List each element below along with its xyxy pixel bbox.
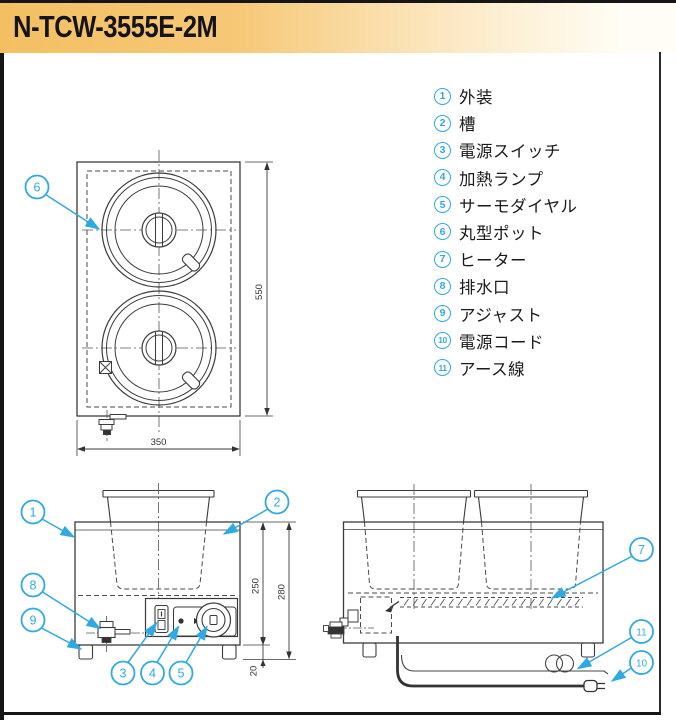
svg-text:3: 3 xyxy=(120,667,127,681)
legend-num-3: 3 xyxy=(434,141,451,159)
dimension-20: 20 xyxy=(249,636,266,676)
page-left-border xyxy=(0,0,4,720)
callout-tank: 2 xyxy=(222,489,290,535)
side-body xyxy=(342,521,604,644)
power-plug xyxy=(583,679,598,693)
page-top-border xyxy=(0,0,676,3)
drain-channel-dashed xyxy=(360,596,392,634)
drain-fitting-plan xyxy=(99,361,112,374)
svg-text:350: 350 xyxy=(151,437,167,448)
page-bottom-border xyxy=(0,712,661,715)
side-foot-right xyxy=(580,642,596,658)
svg-text:1: 1 xyxy=(30,506,37,520)
adjust-foot-left xyxy=(78,644,94,660)
page-right-border xyxy=(659,52,661,713)
plan-view-drawing: 550 350 6 xyxy=(24,150,273,456)
legend-num-8: 8 xyxy=(434,277,451,295)
model-number-title: N-TCW-3555E-2M xyxy=(13,9,218,44)
legend-num-7: 7 xyxy=(434,250,451,268)
adjust-foot-right xyxy=(221,644,237,660)
svg-text:20: 20 xyxy=(249,666,260,677)
side-view-drawing: 7 11 10 xyxy=(323,484,654,693)
control-panel xyxy=(144,597,239,638)
callout-exterior: 1 xyxy=(20,499,76,538)
front-drain-valve xyxy=(86,616,150,652)
svg-text:7: 7 xyxy=(638,543,645,557)
power-switch xyxy=(154,604,169,634)
callout-dial: 5 xyxy=(168,625,208,686)
dimension-250: 250 xyxy=(243,521,296,646)
side-drain-valve xyxy=(323,609,374,639)
plan-pot-upper xyxy=(82,172,236,288)
legend-num-1: 1 xyxy=(434,87,451,105)
svg-text:280: 280 xyxy=(277,584,288,600)
side-pot-right xyxy=(473,484,589,612)
title-banner: N-TCW-3555E-2M xyxy=(0,3,676,53)
front-pot xyxy=(102,483,215,600)
legend-num-10: 10 xyxy=(434,332,451,350)
front-view-drawing: 250 280 20 1 2 8 xyxy=(20,483,296,686)
side-foot-left xyxy=(362,642,377,658)
svg-text:250: 250 xyxy=(251,578,262,594)
dimension-280: 280 xyxy=(243,522,296,660)
svg-text:11: 11 xyxy=(636,628,647,639)
plan-pot-lower xyxy=(82,290,236,406)
drain-valve-plan xyxy=(98,410,127,441)
callout-switch: 3 xyxy=(110,621,158,686)
legend-num-5: 5 xyxy=(434,196,451,214)
legend-num-6: 6 xyxy=(434,223,451,241)
pot-handle-tab xyxy=(181,371,201,390)
pot-handle-tab xyxy=(181,253,201,272)
plan-outer-casing xyxy=(76,161,241,417)
legend-num-4: 4 xyxy=(434,169,451,187)
heat-lamp xyxy=(178,618,184,624)
callout-drain: 8 xyxy=(20,572,102,630)
svg-text:5: 5 xyxy=(178,667,185,681)
svg-text:8: 8 xyxy=(30,579,37,593)
callout-power-cord: 10 xyxy=(610,650,654,682)
svg-text:6: 6 xyxy=(34,181,41,195)
side-pot-left xyxy=(356,484,472,612)
thermo-dial xyxy=(195,602,232,638)
front-body xyxy=(74,521,241,646)
legend-num-2: 2 xyxy=(434,114,451,132)
callout-heater: 7 xyxy=(550,537,654,599)
callout-adjust: 9 xyxy=(20,607,83,650)
svg-text:4: 4 xyxy=(149,667,156,681)
power-cord xyxy=(396,636,605,693)
heater xyxy=(385,597,583,613)
earth-wire xyxy=(400,654,609,675)
legend-num-9: 9 xyxy=(434,305,451,322)
dimension-350: 350 xyxy=(76,420,241,456)
callout-round-pot: 6 xyxy=(24,174,101,230)
svg-text:9: 9 xyxy=(30,614,37,628)
svg-text:2: 2 xyxy=(274,496,281,510)
svg-text:550: 550 xyxy=(254,284,265,300)
dimension-550: 550 xyxy=(245,161,273,417)
legend-num-11: 11 xyxy=(434,359,451,377)
svg-text:10: 10 xyxy=(636,659,648,670)
callout-earth-wire: 11 xyxy=(576,619,654,670)
callout-lamp: 4 xyxy=(140,625,180,686)
